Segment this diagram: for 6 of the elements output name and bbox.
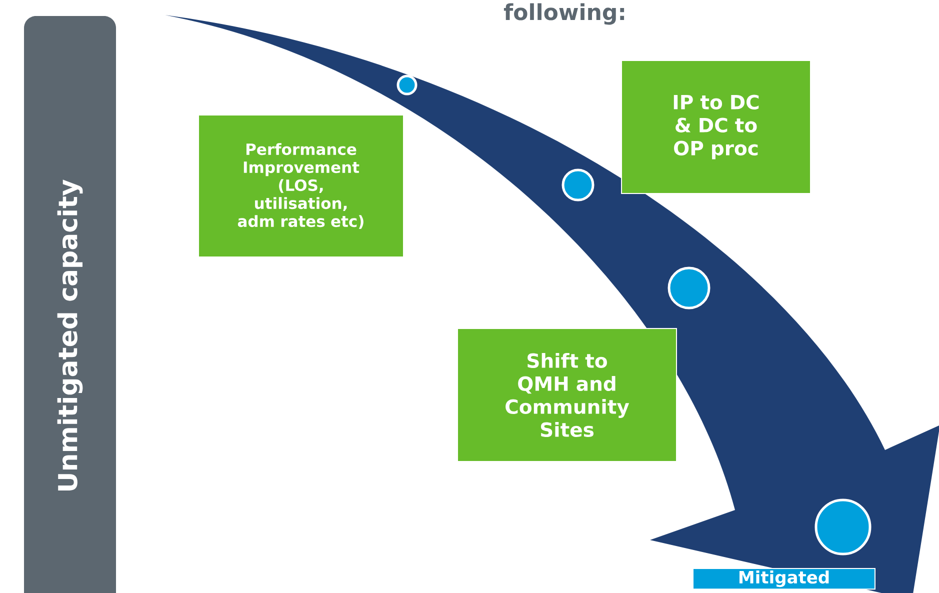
process-box: Performance Improvement (LOS, utilisation, adm rates etc) (198, 114, 404, 258)
process-box: Shift to QMH and Community Sites (457, 328, 677, 462)
process-box: IP to DC & DC to OP proc (621, 60, 811, 194)
result-box: Mitigated (692, 568, 876, 590)
title: following: (504, 3, 624, 25)
side-bar: Unmitigated capacity (24, 16, 116, 593)
